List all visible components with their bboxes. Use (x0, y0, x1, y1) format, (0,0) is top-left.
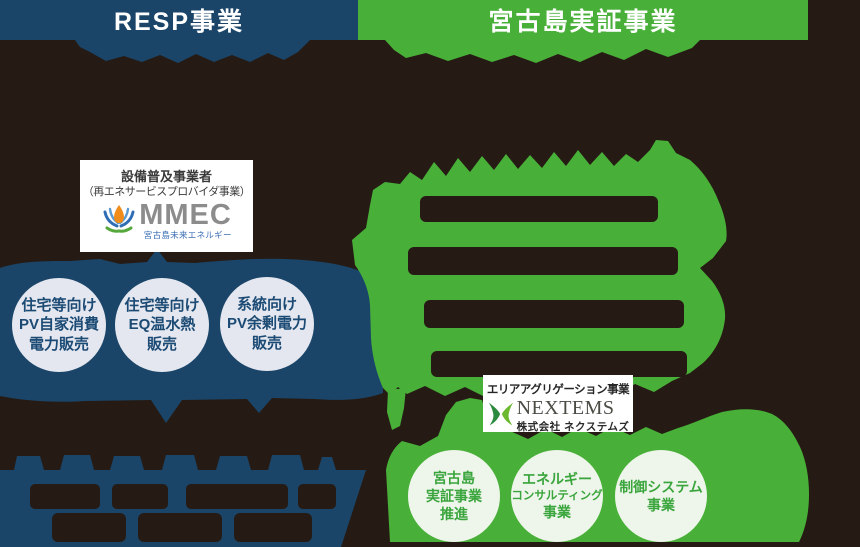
circle-line: PV余剰電力 (226, 315, 307, 333)
circle-line: コンサルティング (511, 489, 603, 502)
header-miyakojima: 宮古島実証事業 (358, 0, 808, 40)
green-connector (387, 388, 406, 430)
service-circle-energy-consulting: エネルギー コンサルティング 事業 (511, 450, 603, 542)
circle-line: 事業 (647, 497, 675, 513)
circle-line: 事業 (543, 504, 571, 521)
mmec-caption: 宮古島未来エネルギー (143, 229, 232, 240)
nextems-logo: NEXTEMS 株式会社 ネクステムズ (483, 397, 633, 434)
mmec-flame-icon (101, 201, 137, 242)
circle-line: 制御システム (619, 478, 703, 495)
circle-line: 住宅等向け (124, 297, 200, 315)
header-resp-label: RESP事業 (113, 8, 245, 36)
circle-line: 宮古島 (433, 469, 475, 486)
service-circle-control-system: 制御システム 事業 (615, 450, 707, 542)
circle-line: 販売 (251, 334, 282, 352)
circle-line: PV自家消費 (18, 316, 99, 334)
nextems-caption: 株式会社 ネクステムズ (516, 421, 630, 433)
header-miyakojima-label: 宮古島実証事業 (488, 8, 678, 36)
header-resp: RESP事業 (0, 0, 358, 40)
service-circle-pv-surplus: 系統向け PV余剰電力 販売 (220, 277, 314, 371)
nextems-card: エリアアグリゲーション事業 NEXTEMS 株式会社 ネクステムズ (483, 375, 633, 434)
circle-line: 推進 (440, 506, 468, 523)
circle-line: 電力販売 (28, 335, 89, 353)
circle-line: 系統向け (236, 296, 297, 314)
mmec-wordmark: MMEC (139, 198, 232, 231)
service-circle-miyakojima-demo: 宮古島 実証事業 推進 (408, 450, 500, 542)
mmec-card-title: 設備普及事業者 (120, 169, 212, 184)
redacted-text-band-green (408, 196, 687, 377)
nextems-wordmark: NEXTEMS (516, 397, 615, 419)
mmec-card: 設備普及事業者 （再エネサービスプロバイダ事業） MMEC 宮古島未来エネルギー (80, 160, 253, 252)
circle-line: 販売 (146, 335, 177, 353)
nextems-leaf-icon (487, 400, 515, 433)
redacted-text-band-navy (30, 484, 336, 542)
mmec-logo: MMEC 宮古島未来エネルギー (80, 198, 253, 242)
service-circle-pv-self-consumption: 住宅等向け PV自家消費 電力販売 (12, 278, 106, 372)
circle-line: エネルギー (522, 471, 592, 488)
service-circle-eq-hot-water: 住宅等向け EQ温水熱 販売 (115, 278, 209, 372)
navy-under-strip (75, 40, 310, 63)
green-under-strip (385, 40, 700, 63)
circle-line: 住宅等向け (21, 297, 97, 315)
circle-line: 実証事業 (426, 487, 482, 504)
nextems-card-title: エリアアグリゲーション事業 (486, 384, 630, 396)
circle-line: EQ温水熱 (128, 316, 196, 334)
mmec-card-subtitle: （再エネサービスプロバイダ事業） (82, 185, 251, 198)
